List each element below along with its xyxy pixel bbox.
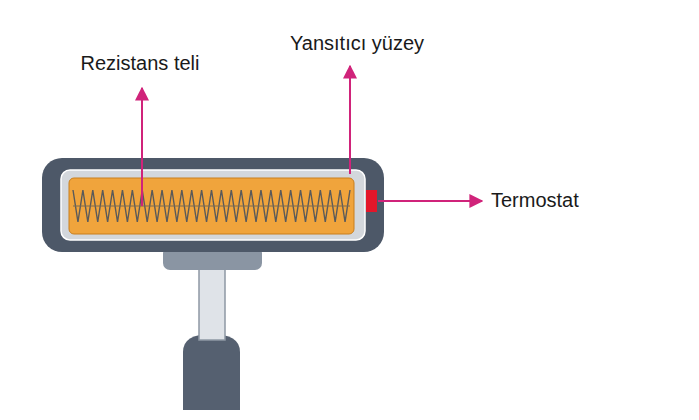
part-label: Rezistans teli — [81, 52, 200, 74]
part-label: Termostat — [491, 189, 579, 211]
resistance-coil — [73, 190, 350, 222]
leader-arrow — [141, 88, 143, 206]
handle-grip — [183, 334, 240, 410]
coil-core — [73, 206, 350, 207]
handle-stem — [199, 266, 225, 340]
part-label: Yansıtıcı yüzey — [290, 32, 424, 54]
reflective-surface — [61, 170, 365, 240]
thermostat — [366, 190, 377, 212]
leader-arrow — [378, 200, 482, 202]
leader-arrow — [349, 66, 351, 174]
housing — [42, 158, 384, 252]
heating-chamber — [69, 178, 354, 234]
coil-winding — [73, 190, 350, 222]
